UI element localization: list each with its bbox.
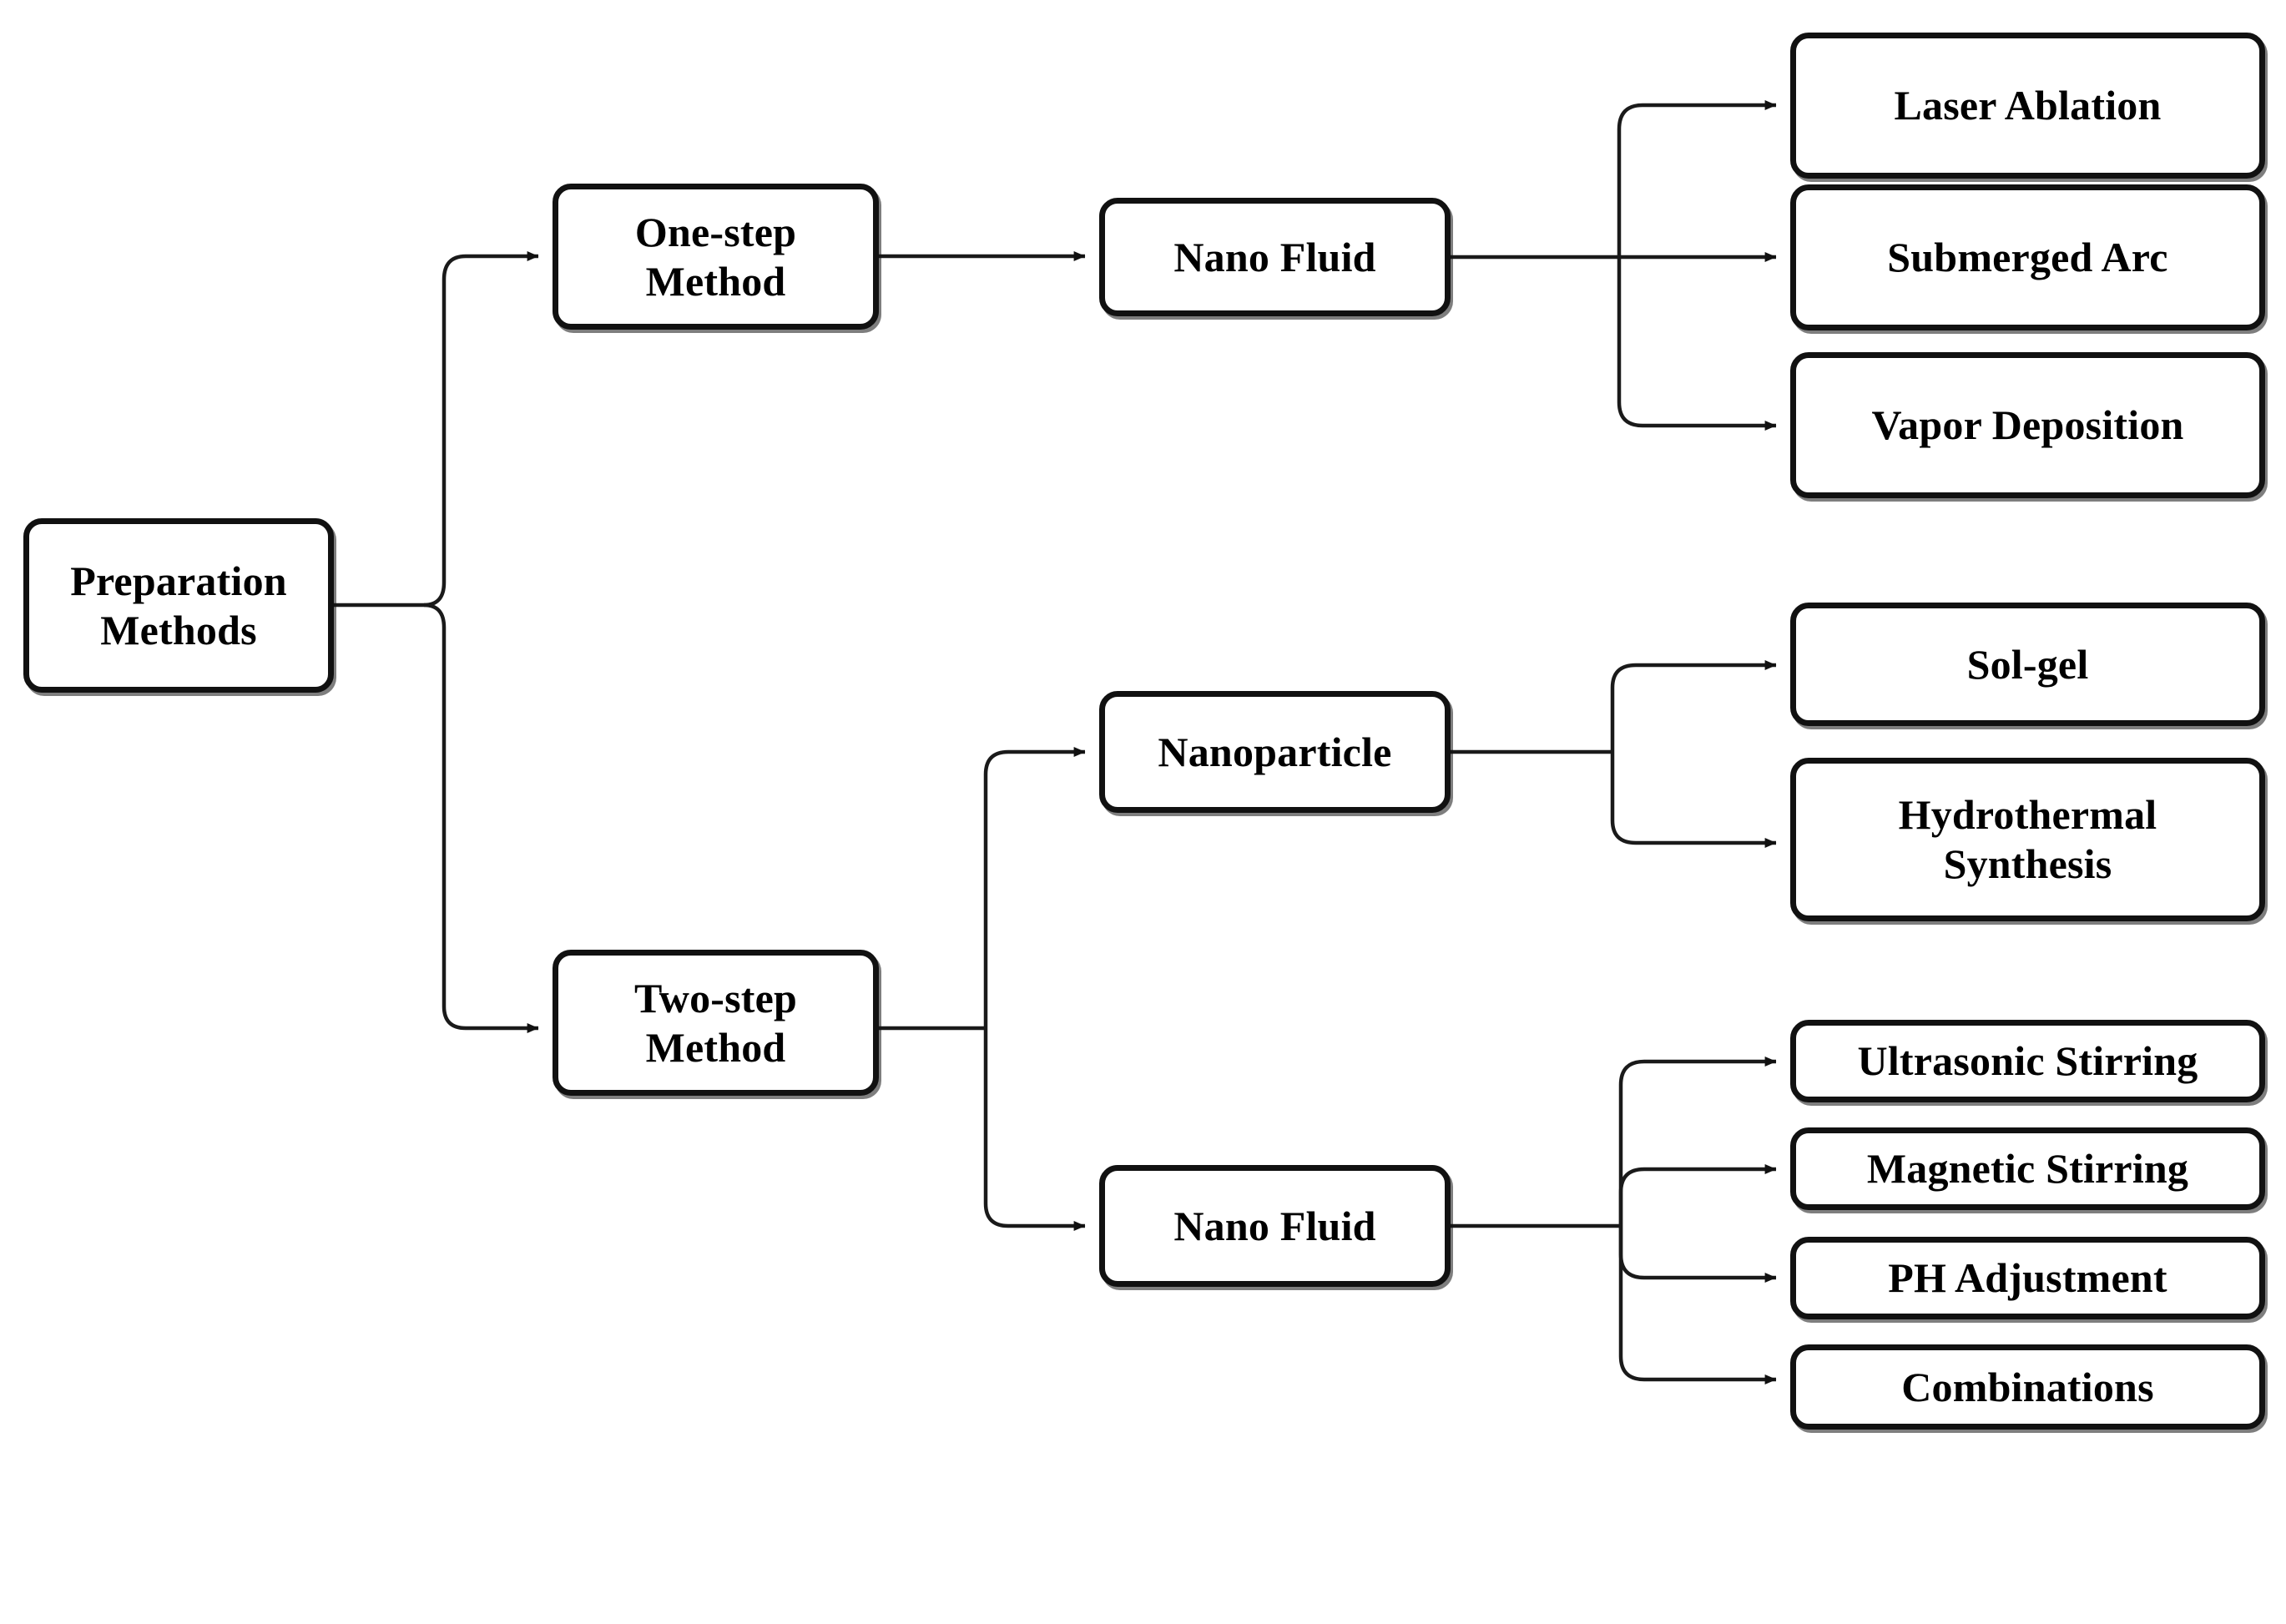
node-label: Magnetic Stirring	[1866, 1145, 2189, 1192]
edge-nanoparticle-to-sol-gel	[1610, 660, 1777, 752]
node-vapor-deposition[interactable]: Vapor Deposition	[1790, 352, 2265, 498]
node-label: Vapor Deposition	[1871, 401, 2184, 448]
node-label: Ultrasonic Stirring	[1857, 1037, 2198, 1084]
node-label: Combinations	[1901, 1363, 2154, 1410]
node-label: Submerged Arc	[1887, 234, 2168, 280]
node-magnetic-stirring[interactable]: Magnetic Stirring	[1790, 1127, 2265, 1210]
edge-two-step-to-nano-fluid-bottom	[983, 1028, 1086, 1231]
edge-nano-fluid-bottom-to-magnetic-stirring	[1618, 1164, 1777, 1226]
node-nanoparticle[interactable]: Nanoparticle	[1099, 691, 1451, 813]
node-label: Nano Fluid	[1173, 1202, 1376, 1249]
node-label: Nanoparticle	[1158, 728, 1392, 775]
node-label: Laser Ablation	[1894, 82, 2162, 129]
edge-nano-fluid-bottom-to-ph-adjustment	[1618, 1226, 1777, 1283]
edge-nano-fluid-top-to-vapor-deposition	[1617, 257, 1777, 431]
node-combinations[interactable]: Combinations	[1790, 1344, 2265, 1430]
node-label: Preparation Methods	[70, 557, 287, 653]
edge-root-to-two-step	[423, 603, 539, 1033]
node-label: Hydrothermal Synthesis	[1898, 791, 2157, 887]
edge-nano-fluid-bottom-to-ultrasonic-stirring	[1618, 1057, 1777, 1226]
node-nano-fluid-top[interactable]: Nano Fluid	[1099, 198, 1451, 316]
edge-nanoparticle-to-hydrothermal-synthesis	[1610, 752, 1777, 848]
node-hydrothermal-synthesis[interactable]: Hydrothermal Synthesis	[1790, 758, 2265, 921]
node-laser-ablation[interactable]: Laser Ablation	[1790, 33, 2265, 179]
node-two-step-method[interactable]: Two-step Method	[553, 950, 879, 1096]
node-label: PH Adjustment	[1888, 1254, 2167, 1301]
edge-root-to-one-step	[423, 251, 539, 608]
node-ph-adjustment[interactable]: PH Adjustment	[1790, 1237, 2265, 1319]
edge-nano-fluid-top-to-laser-ablation	[1617, 100, 1777, 257]
node-nano-fluid-bottom[interactable]: Nano Fluid	[1099, 1165, 1451, 1287]
node-label: Nano Fluid	[1173, 233, 1376, 280]
edge-two-step-to-nanoparticle	[983, 747, 1086, 1028]
edge-nano-fluid-bottom-to-combinations	[1618, 1226, 1777, 1384]
node-preparation-methods[interactable]: Preparation Methods	[23, 518, 334, 693]
node-ultrasonic-stirring[interactable]: Ultrasonic Stirring	[1790, 1020, 2265, 1102]
node-label: Sol-gel	[1966, 640, 2089, 688]
node-label: Two-step Method	[633, 974, 798, 1071]
node-sol-gel[interactable]: Sol-gel	[1790, 603, 2265, 726]
node-submerged-arc[interactable]: Submerged Arc	[1790, 184, 2265, 330]
node-label: One-step Method	[634, 208, 797, 305]
node-one-step-method[interactable]: One-step Method	[553, 184, 879, 330]
